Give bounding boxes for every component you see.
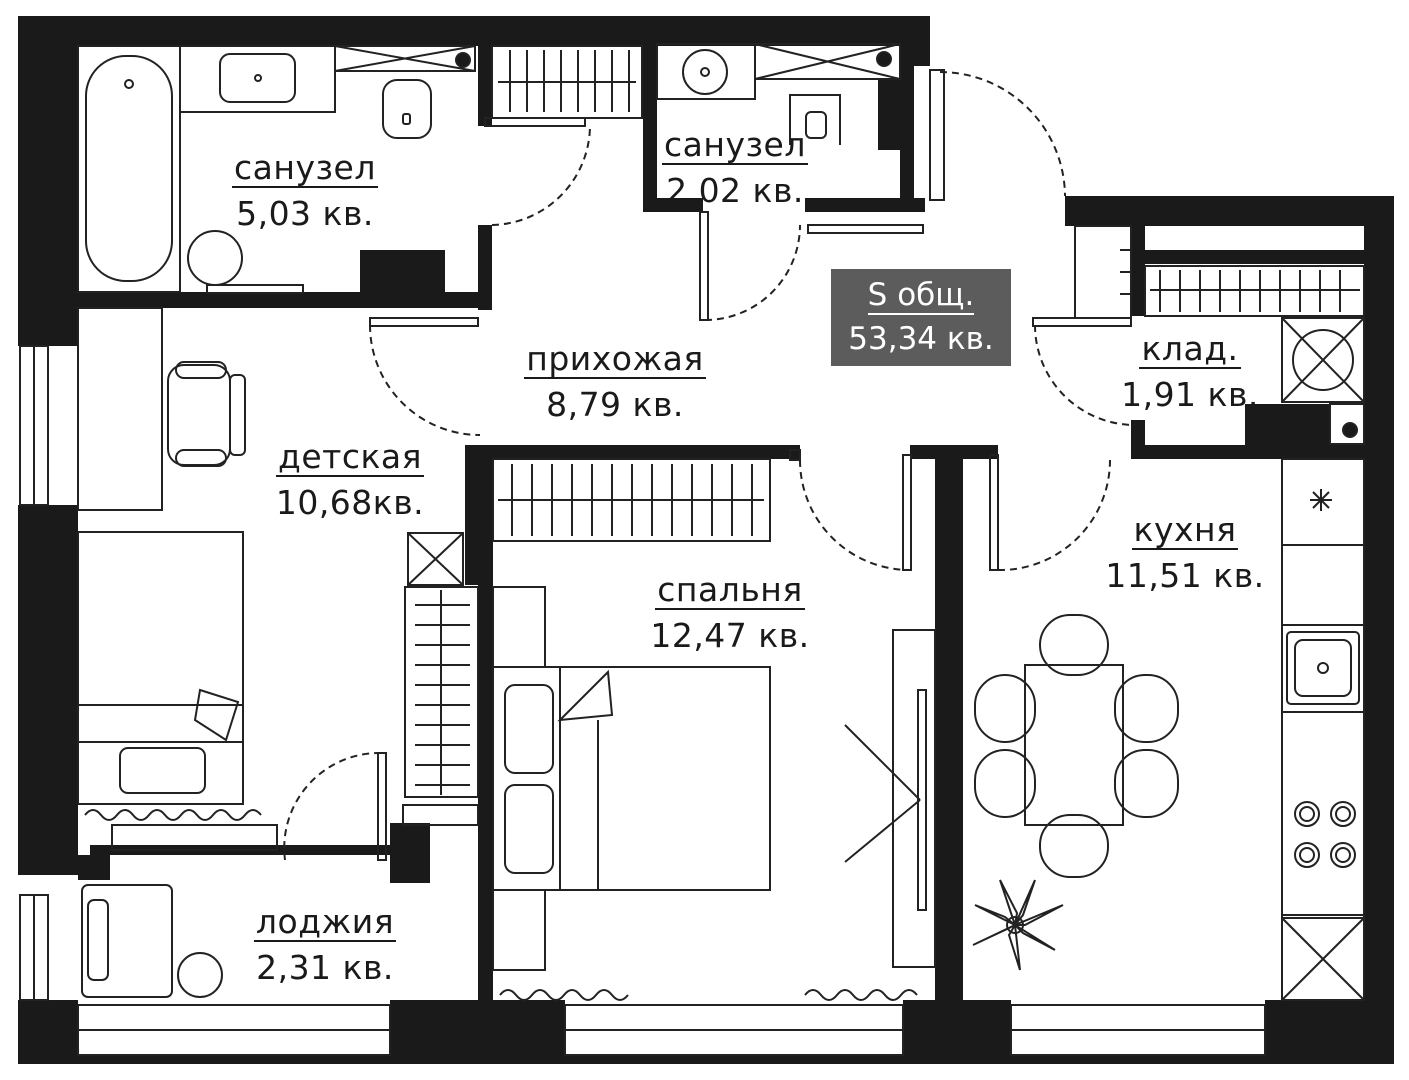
room-area: 10,68кв. [275, 483, 425, 522]
walls [18, 16, 1394, 1064]
room-area: 5,03 кв. [236, 194, 374, 233]
room-name: лоджия [253, 902, 397, 942]
bedroom-furniture [492, 458, 936, 1001]
kids-room-furniture [77, 307, 479, 821]
door-leaves [111, 117, 1132, 861]
bath-main-fixtures [77, 45, 476, 294]
room-name: детская [276, 437, 424, 477]
room-name: санузел [232, 148, 378, 188]
room-area: 12,47 кв. [650, 616, 810, 655]
total-area-value: 53,34 кв. [848, 321, 994, 357]
room-label-storage: клад. 1,91 кв. [1115, 327, 1265, 417]
room-label-loggia: лоджия 2,31 кв. [225, 900, 425, 990]
room-label-hall: прихожая 8,79 кв. [500, 337, 730, 427]
room-area: 1,91 кв. [1121, 375, 1259, 414]
room-label-kitchen: кухня 11,51 кв. [1085, 508, 1285, 598]
room-name: кухня [1131, 510, 1239, 550]
room-label-bathroom-small: санузел 2,02 кв. [640, 123, 830, 213]
total-area-badge: S общ. 53,34 кв. [831, 269, 1011, 366]
windows [19, 69, 1266, 1056]
room-area: 2,02 кв. [666, 171, 804, 210]
room-area: 8,79 кв. [546, 385, 684, 424]
room-label-kids: детская 10,68кв. [250, 435, 450, 525]
room-label-bathroom-main: санузел 5,03 кв. [195, 146, 415, 236]
hall-wardrobe [491, 45, 643, 119]
doors [283, 71, 1136, 861]
kitchen-furniture [972, 458, 1365, 1001]
room-area: 11,51 кв. [1105, 556, 1265, 595]
loggia-furniture [81, 884, 223, 998]
room-name: спальня [655, 570, 805, 610]
storage-fixtures [1074, 225, 1365, 445]
room-name: санузел [662, 125, 808, 165]
total-area-name: S общ. [867, 277, 975, 315]
room-area: 2,31 кв. [256, 948, 394, 987]
room-name: клад. [1139, 329, 1241, 369]
room-name: прихожая [524, 339, 706, 379]
bath-small-fixtures [656, 43, 901, 145]
room-label-bedroom: спальня 12,47 кв. [615, 568, 845, 658]
